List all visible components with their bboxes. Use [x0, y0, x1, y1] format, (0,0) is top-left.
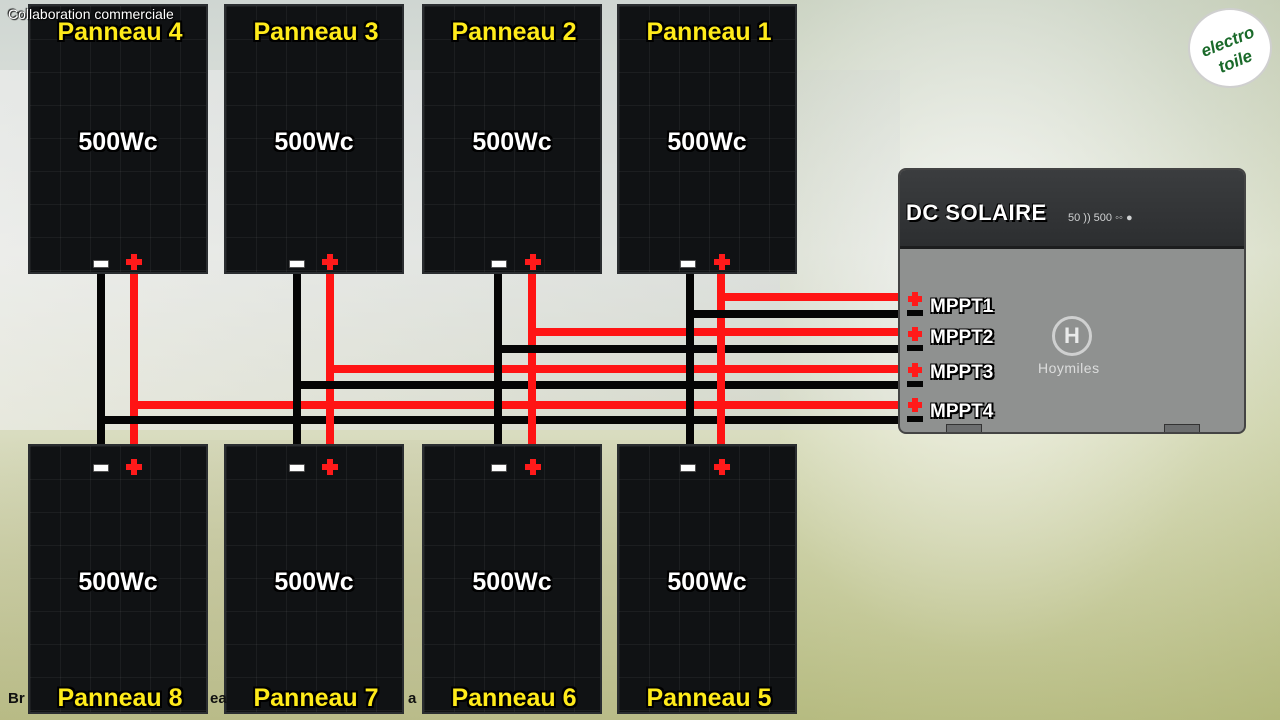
solar-panel-2: Panneau 2 500Wc	[422, 4, 602, 274]
plus-terminal-icon	[322, 254, 338, 270]
panel-name: Panneau 7	[253, 684, 379, 712]
background-text-fragment: a	[408, 690, 417, 707]
mppt-input-4: MPPT4	[930, 401, 994, 422]
electrotoile-logo: electro toile	[1188, 8, 1272, 88]
negative-bus-mppt1	[686, 310, 900, 318]
mppt-input-3: MPPT3	[930, 362, 994, 383]
plus-terminal-icon	[714, 459, 730, 475]
panel-name: Panneau 3	[253, 18, 379, 46]
positive-bus-mppt2	[528, 328, 900, 336]
negative-wire-panel-2-6	[494, 272, 502, 444]
panel-name: Panneau 5	[646, 684, 772, 712]
panel-name: Panneau 2	[451, 18, 577, 46]
hybrid-inverter: DC SOLAIRE 50 )) 500 ◦◦ ● H Hoymiles MPP…	[898, 168, 1246, 434]
panel-name: Panneau 4	[57, 18, 183, 46]
minus-terminal-icon	[93, 464, 109, 472]
plus-terminal-icon	[908, 327, 922, 341]
background-text-fragment: Br	[8, 690, 25, 707]
minus-terminal-icon	[907, 310, 923, 316]
mppt-input-2: MPPT2	[930, 327, 994, 348]
panel-power: 500Wc	[78, 568, 158, 596]
positive-bus-mppt3	[326, 365, 900, 373]
plus-terminal-icon	[126, 459, 142, 475]
panel-power: 500Wc	[78, 128, 158, 156]
negative-wire-panel-1-5	[686, 272, 694, 444]
minus-terminal-icon	[289, 260, 305, 268]
minus-terminal-icon	[289, 464, 305, 472]
negative-bus-mppt2	[494, 345, 900, 353]
solar-panel-7: 500Wc Panneau 7	[224, 444, 404, 714]
minus-terminal-icon	[907, 381, 923, 387]
solar-panel-8: 500Wc Panneau 8	[28, 444, 208, 714]
plus-terminal-icon	[714, 254, 730, 270]
panel-name: Panneau 1	[646, 18, 772, 46]
plus-terminal-icon	[322, 459, 338, 475]
plus-terminal-icon	[525, 254, 541, 270]
negative-wire-panel-4-8	[97, 272, 105, 444]
inverter-indicators: 50 )) 500 ◦◦ ●	[1068, 212, 1133, 224]
hoymiles-logo-icon: H	[1052, 316, 1092, 356]
panel-power: 500Wc	[667, 568, 747, 596]
solar-panel-6: 500Wc Panneau 6	[422, 444, 602, 714]
sponsored-watermark: Collaboration commerciale	[8, 6, 174, 22]
plus-terminal-icon	[908, 398, 922, 412]
plus-terminal-icon	[126, 254, 142, 270]
minus-terminal-icon	[907, 416, 923, 422]
panel-power: 500Wc	[274, 128, 354, 156]
minus-terminal-icon	[680, 260, 696, 268]
background-text-fragment: ea	[210, 690, 227, 707]
panel-name: Panneau 6	[451, 684, 577, 712]
positive-wire-panel-4-8	[130, 272, 138, 444]
mppt-input-1: MPPT1	[930, 296, 994, 317]
positive-wire-panel-3-7	[326, 272, 334, 444]
minus-terminal-icon	[491, 464, 507, 472]
solar-panel-1: Panneau 1 500Wc	[617, 4, 797, 274]
panel-power: 500Wc	[472, 568, 552, 596]
panel-power: 500Wc	[274, 568, 354, 596]
minus-terminal-icon	[93, 260, 109, 268]
panel-name: Panneau 8	[57, 684, 183, 712]
inverter-display-panel: DC SOLAIRE 50 )) 500 ◦◦ ●	[900, 170, 1244, 249]
plus-terminal-icon	[908, 292, 922, 306]
solar-panel-4: Panneau 4 500Wc	[28, 4, 208, 274]
solar-panel-3: Panneau 3 500Wc	[224, 4, 404, 274]
inverter-foot	[946, 424, 982, 432]
minus-terminal-icon	[680, 464, 696, 472]
inverter-foot	[1164, 424, 1200, 432]
positive-bus-mppt1	[717, 293, 900, 301]
negative-bus-mppt3	[293, 381, 900, 389]
solar-panel-5: 500Wc Panneau 5	[617, 444, 797, 714]
positive-wire-panel-1-5	[717, 272, 725, 444]
panel-power: 500Wc	[472, 128, 552, 156]
positive-bus-mppt4	[130, 401, 900, 409]
plus-terminal-icon	[525, 459, 541, 475]
minus-terminal-icon	[907, 345, 923, 351]
positive-wire-panel-2-6	[528, 272, 536, 444]
negative-wire-panel-3-7	[293, 272, 301, 444]
plus-terminal-icon	[908, 363, 922, 377]
minus-terminal-icon	[491, 260, 507, 268]
inverter-brand: Hoymiles	[1038, 360, 1100, 376]
panel-power: 500Wc	[667, 128, 747, 156]
inverter-title: DC SOLAIRE	[906, 200, 1047, 225]
